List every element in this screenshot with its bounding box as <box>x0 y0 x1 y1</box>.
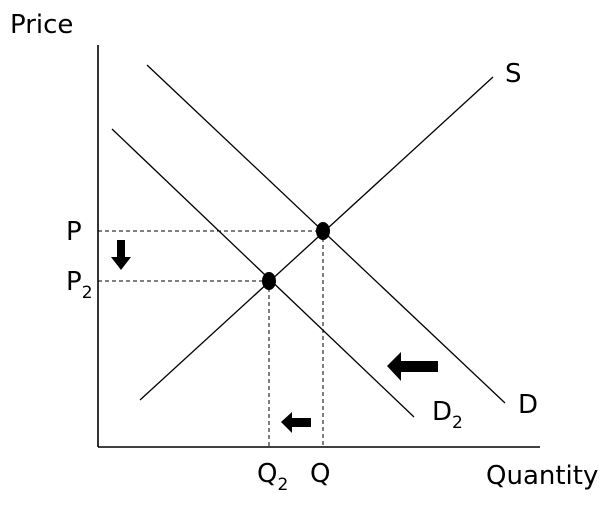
x-axis-label: Quantity <box>486 461 598 491</box>
demand-curve-2 <box>111 128 415 418</box>
demand-label: D <box>518 390 538 420</box>
price-2-label: P2 <box>66 267 93 303</box>
equilibrium-point-original <box>316 222 330 240</box>
arrow-left-icon <box>387 352 438 381</box>
quantity-2-label: Q2 <box>257 459 288 495</box>
supply-curve <box>139 76 494 401</box>
supply-label: S <box>505 59 522 89</box>
arrow-down-icon <box>111 240 131 270</box>
quantity-label: Q <box>310 459 330 489</box>
equilibrium-point-new <box>262 272 276 290</box>
y-axis-label: Price <box>10 10 73 40</box>
demand-2-label: D2 <box>432 397 463 433</box>
price-label: P <box>66 217 82 247</box>
arrow-left-icon-small <box>281 412 311 433</box>
